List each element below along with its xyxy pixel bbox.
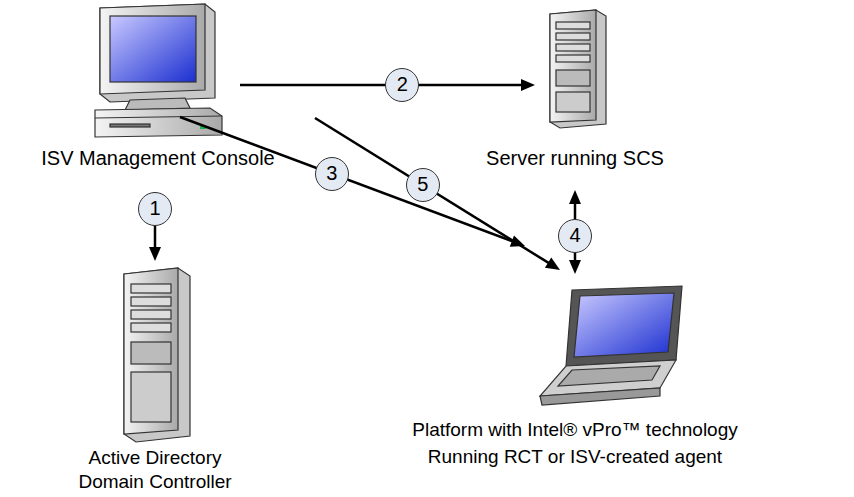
- laptop-node: Platform with Intel® vPro™ technology Ru…: [395, 280, 755, 495]
- callout-number: 4: [558, 219, 592, 253]
- laptop-icon: [540, 286, 682, 405]
- node-label: Server running SCS: [455, 146, 695, 170]
- callout-number: 5: [406, 168, 440, 202]
- arrow-connector: [315, 118, 560, 270]
- node-label: Platform with Intel® vPro™ technology Ru…: [395, 416, 755, 470]
- arrow-connector: [180, 117, 525, 247]
- server-node: Active Directory Domain Controller: [55, 265, 255, 495]
- server-node: Server running SCS: [455, 0, 695, 172]
- server-tower-icon: [550, 10, 606, 128]
- node-label: Active Directory Domain Controller: [55, 446, 255, 494]
- callout-number: 1: [138, 192, 172, 226]
- callout-number: 3: [315, 157, 349, 191]
- server-tower-icon: [124, 268, 190, 442]
- desktop-computer-icon: [95, 4, 222, 137]
- node-label: ISV Management Console: [0, 146, 316, 170]
- console-node: ISV Management Console: [0, 0, 316, 172]
- callout-number: 2: [385, 68, 419, 102]
